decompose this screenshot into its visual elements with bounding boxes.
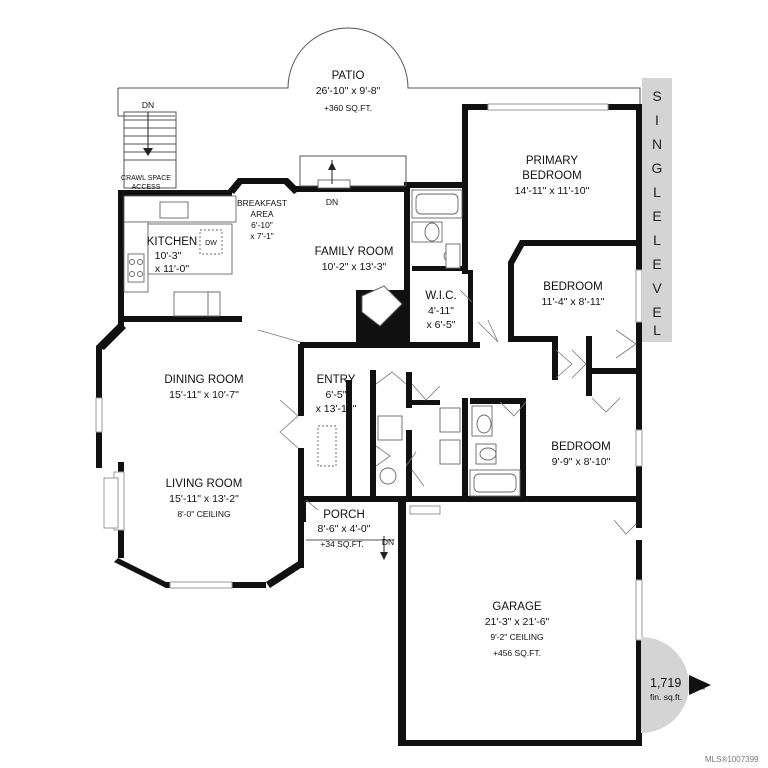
labels: PATIO 26'-10" x 9'-8" +360 SQ.FT. DN CRA… (121, 70, 611, 658)
entry-dim-1: 6'-5" (326, 389, 347, 401)
kitchen-name: KITCHEN (147, 236, 197, 248)
north-label: N (697, 684, 706, 690)
bedroom2-dims: 11'-4" x 8'-11" (541, 296, 604, 308)
dw-label: DW (205, 240, 217, 247)
living-room-dims: 15'-11" x 13'-2" (169, 493, 239, 505)
primary-bedroom-name-2: BEDROOM (522, 170, 581, 182)
band-letter: I (655, 112, 659, 128)
primary-bedroom-dims: 14'-11" x 11'-10" (515, 185, 590, 197)
garage-dims: 21'-3" x 21'-6" (485, 616, 550, 628)
living-room-note: 8'-0" CEILING (177, 509, 230, 519)
garage-name: GARAGE (492, 601, 542, 613)
porch-dims: 8'-6" x 4'-0" (318, 523, 371, 535)
family-room-dims: 10'-2" x 13'-3" (322, 261, 387, 273)
watermark: MLS®1007399 (705, 755, 759, 764)
band-letter: S (652, 88, 662, 104)
living-room-name: LIVING ROOM (166, 478, 243, 490)
patio-dims: 26'-10" x 9'-8" (316, 85, 381, 97)
crawl-label-1: CRAWL SPACE (121, 175, 171, 182)
dining-room-dims: 15'-11" x 10'-7" (169, 389, 239, 401)
breakfast-dim-1: 6'-10" (251, 220, 273, 230)
kitchen-fixtures (123, 195, 237, 317)
primary-bedroom-name-1: PRIMARY (526, 155, 579, 167)
family-room-name: FAMILY ROOM (315, 246, 394, 258)
bath-fixtures (317, 189, 521, 497)
band-letter: L (653, 232, 661, 248)
entry-dim-2: x 13'-10" (316, 403, 357, 415)
band-letter: V (652, 280, 662, 296)
crawl-label-2: ACCESS (132, 184, 161, 191)
porch-arrow (380, 536, 388, 560)
band-letter: E (652, 304, 662, 320)
band-letter: L (653, 322, 661, 338)
stairs (123, 111, 177, 189)
patio-note: +360 SQ.FT. (324, 103, 372, 113)
bedroom2-name: BEDROOM (543, 281, 602, 293)
band-letter: G (651, 160, 663, 176)
porch-note: +34 SQ.FT. (320, 539, 363, 549)
entry-name: ENTRY (317, 374, 356, 386)
bedroom3-name: BEDROOM (551, 441, 610, 453)
patio-outline (117, 27, 641, 117)
band-letter: L (653, 184, 661, 200)
wic-dim-2: x 6'-5" (426, 319, 455, 331)
band-letter: N (651, 136, 663, 152)
family-dn-label: DN (326, 197, 338, 207)
doors (257, 155, 637, 535)
single-level-band: S I N G L E L E V E L (642, 78, 672, 342)
band-letter: E (652, 256, 662, 272)
north-arrow-icon (689, 675, 711, 695)
dining-room-name: DINING ROOM (164, 374, 243, 386)
windows (95, 103, 643, 641)
garage-area: +456 SQ.FT. (493, 648, 541, 658)
band-letter: E (652, 208, 662, 224)
breakfast-name-1: BREAKFAST (237, 198, 287, 208)
breakfast-dim-2: x 7'-1" (250, 231, 274, 241)
porch-name: PORCH (323, 509, 365, 521)
bedroom3-dims: 9'-9" x 8'-10" (552, 456, 611, 468)
garage-note: 9'-2" CEILING (490, 632, 543, 642)
area-value: 1,719 (650, 676, 682, 690)
breakfast-name-2: AREA (250, 209, 273, 219)
wic-name: W.I.C. (425, 290, 456, 302)
area-unit: fin. sq.ft. (650, 692, 683, 702)
kitchen-dim-2: x 11'-0" (155, 263, 189, 275)
wic-dim-1: 4'-11" (428, 305, 454, 317)
area-badge: N (641, 637, 711, 733)
porch-dn-label: DN (382, 537, 394, 547)
kitchen-dim-1: 10'-3" (155, 250, 182, 262)
area-badge-shape (641, 637, 689, 733)
walls (96, 104, 642, 746)
patio-name: PATIO (332, 70, 365, 82)
stairs-dn-label: DN (142, 100, 154, 110)
